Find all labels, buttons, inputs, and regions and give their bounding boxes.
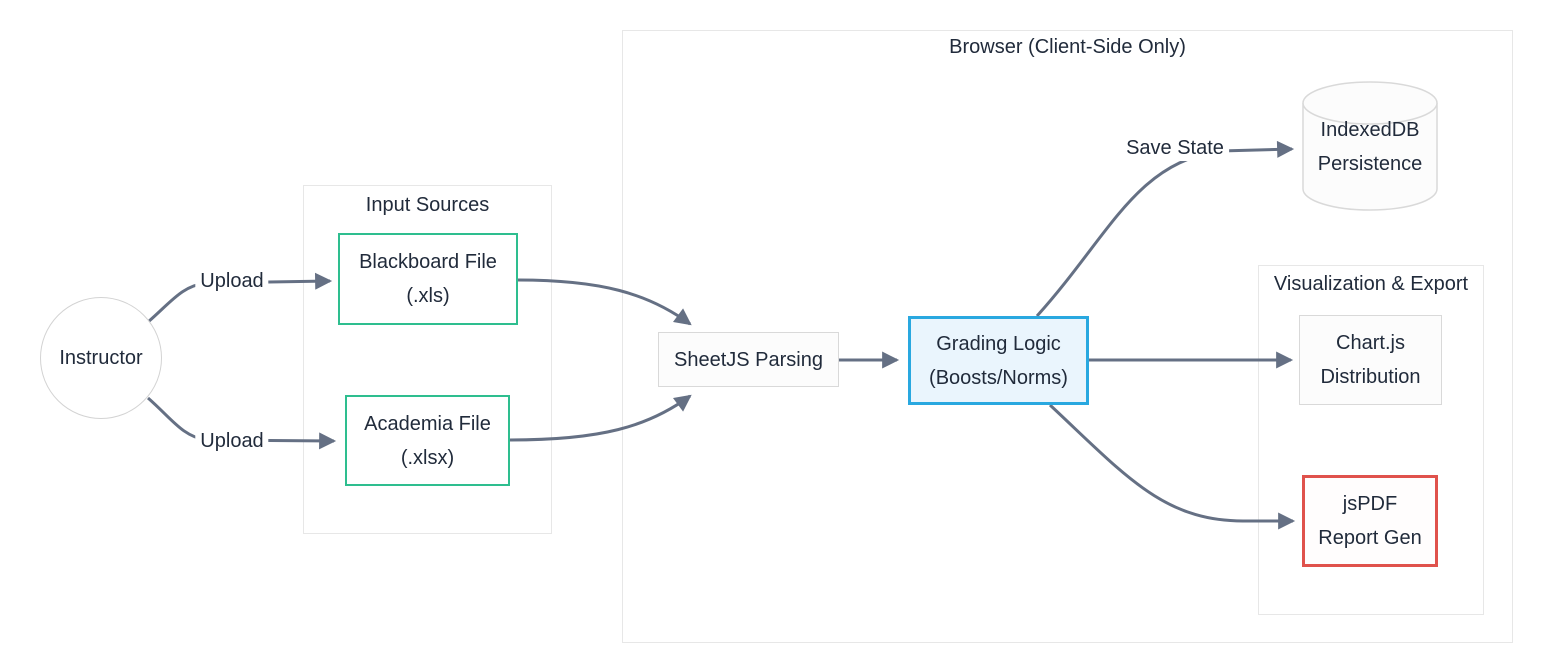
- node-grading-logic: Grading Logic (Boosts/Norms): [908, 316, 1089, 405]
- node-indexeddb-line2: Persistence: [1317, 153, 1423, 175]
- node-blackboard-line2: (.xls): [406, 285, 450, 307]
- edge-label-upload-academia: Upload: [195, 428, 269, 454]
- edge-label-save-state: Save State: [1121, 135, 1229, 161]
- node-sheetjs-parsing: SheetJS Parsing: [658, 332, 839, 387]
- node-indexeddb-persistence: IndexedDB Persistence: [1303, 113, 1437, 181]
- edge-blackboard-sheetjs: [517, 278, 692, 326]
- node-blackboard-line1: Blackboard File: [359, 251, 497, 273]
- node-chartjs-distribution: Chart.js Distribution: [1299, 315, 1442, 405]
- edge-academia-sheetjs: [509, 394, 692, 442]
- node-sheetjs-label: SheetJS Parsing: [674, 348, 823, 371]
- container-title-input-sources: Input Sources: [365, 194, 490, 216]
- indexeddb-cylinder-shape: [1302, 81, 1438, 211]
- node-jspdf-line1: jsPDF: [1342, 493, 1398, 515]
- node-grading-line1: Grading Logic: [936, 332, 1061, 355]
- node-jspdf-line2: Report Gen: [1318, 527, 1422, 549]
- node-jspdf-report-gen: jsPDF Report Gen: [1302, 475, 1438, 567]
- node-chartjs-line1: Chart.js: [1336, 332, 1405, 354]
- node-instructor: Instructor: [40, 297, 162, 419]
- node-grading-line2: (Boosts/Norms): [929, 366, 1068, 389]
- node-academia-line1: Academia File: [364, 412, 491, 435]
- edge-grading-indexeddb: [1035, 140, 1295, 318]
- edge-grading-jspdf: [1048, 403, 1296, 530]
- node-chartjs-line2: Distribution: [1320, 366, 1421, 388]
- node-academia-file: Academia File (.xlsx): [345, 395, 510, 486]
- container-title-browser: Browser (Client-Side Only): [949, 36, 1186, 58]
- node-instructor-label: Instructor: [59, 347, 143, 369]
- node-indexeddb-line1: IndexedDB: [1320, 119, 1420, 141]
- node-blackboard-file: Blackboard File (.xls): [338, 233, 518, 325]
- container-title-visualization: Visualization & Export: [1273, 273, 1469, 295]
- node-academia-line2: (.xlsx): [400, 446, 455, 469]
- edge-label-upload-blackboard: Upload: [195, 268, 269, 294]
